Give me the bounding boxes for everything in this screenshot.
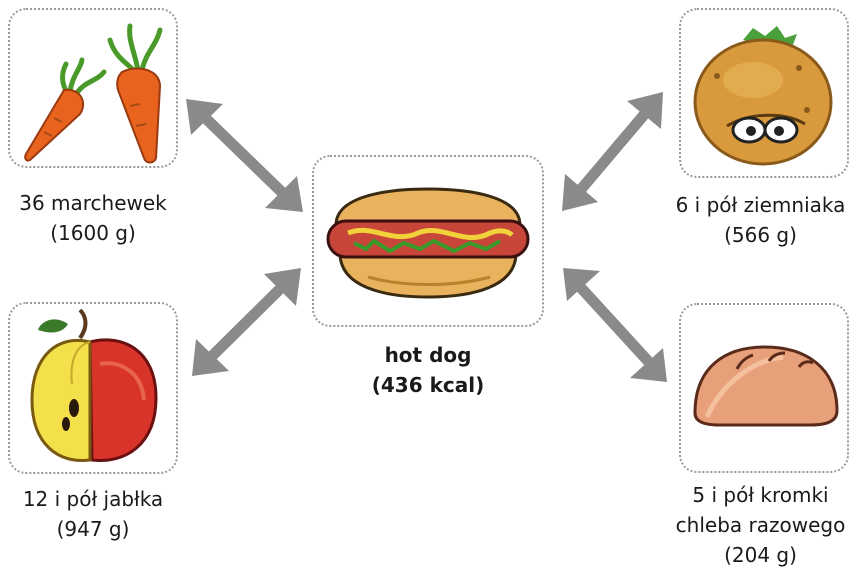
carrots-icon bbox=[24, 23, 163, 164]
potato-label: 6 i pół ziemniaka bbox=[675, 193, 846, 217]
apple-caption: 12 i pół jabłka (947 g) bbox=[0, 484, 186, 544]
carrots-caption: 36 marchewek (1600 g) bbox=[0, 188, 186, 248]
bread-caption: 5 i pół kromki chleba razowego (204 g) bbox=[664, 480, 857, 570]
bread-icon bbox=[693, 345, 839, 427]
arrow-hotdog-bread bbox=[563, 268, 667, 382]
hotdog-kcal: (436 kcal) bbox=[371, 373, 485, 397]
hotdog-label: hot dog bbox=[384, 343, 472, 367]
hotdog-caption: hot dog (436 kcal) bbox=[332, 340, 524, 400]
potato-weight: (566 g) bbox=[724, 223, 797, 247]
apple-label: 12 i pół jabłka bbox=[22, 487, 164, 511]
potato-caption: 6 i pół ziemniaka (566 g) bbox=[664, 190, 857, 250]
potato-card bbox=[679, 8, 849, 178]
arrow-hotdog-carrots bbox=[186, 99, 303, 212]
potato-icon bbox=[693, 26, 833, 166]
bread-label-line1: 5 i pół kromki bbox=[692, 483, 829, 507]
apple-icon bbox=[30, 308, 158, 462]
apple-card bbox=[8, 302, 178, 474]
carrots-card bbox=[8, 8, 178, 168]
carrots-weight: (1600 g) bbox=[50, 221, 136, 245]
apple-weight: (947 g) bbox=[56, 517, 130, 541]
hotdog-icon bbox=[326, 187, 530, 299]
arrow-hotdog-potato bbox=[562, 92, 663, 211]
bread-card bbox=[679, 303, 849, 473]
bread-weight: (204 g) bbox=[724, 543, 797, 567]
hotdog-card bbox=[312, 155, 544, 327]
bread-label-line2: chleba razowego bbox=[675, 513, 846, 537]
arrow-hotdog-apple bbox=[192, 268, 301, 376]
carrots-label: 36 marchewek bbox=[19, 191, 167, 215]
